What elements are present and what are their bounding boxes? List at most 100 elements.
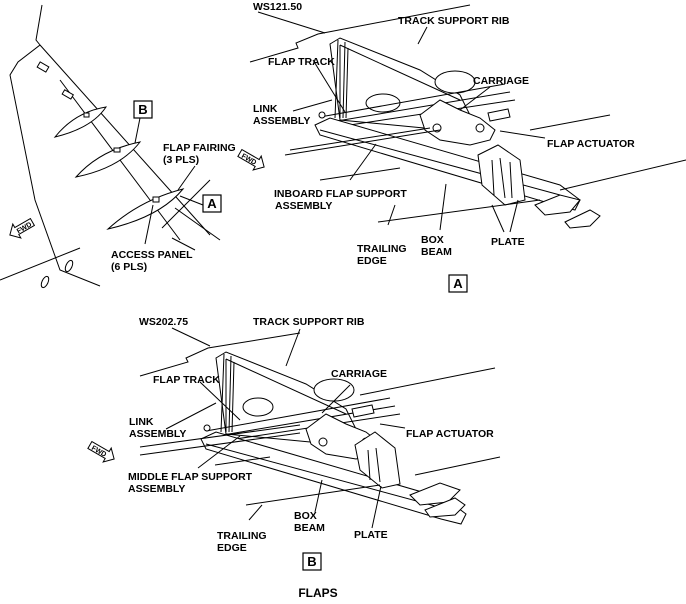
flap-actuator-label: FLAP ACTUATOR: [547, 138, 635, 150]
box-beam-label: BOX: [421, 234, 444, 246]
flap-fairing: [106, 188, 185, 230]
box-beam-label-2: BEAM: [421, 246, 452, 258]
station-label: WS121.50: [253, 1, 302, 13]
trailing-edge-line: [139, 424, 301, 448]
wing-rear-line: [359, 367, 496, 396]
trailing-edge-label-2: EDGE: [357, 255, 387, 267]
carriage-label: CARRIAGE: [331, 368, 387, 380]
callout-b-label: B: [138, 102, 147, 117]
trailing-edge-line: [414, 456, 501, 476]
detail-a: WS121.50 TRACK SUPPORT RIB FLAP TRACK CA…: [237, 1, 686, 293]
leader-line: [509, 199, 519, 233]
flap-actuator-label: FLAP ACTUATOR: [406, 428, 494, 440]
fuselage-lower: [0, 247, 81, 281]
box-beam-label: BOX: [294, 510, 317, 522]
callout-a-label: A: [207, 196, 217, 211]
figure-title: FLAPS: [298, 586, 337, 600]
access-panel-shape: [113, 147, 121, 153]
flap-fairing-label: FLAP FAIRING: [163, 142, 236, 154]
rib-detail: [225, 358, 347, 433]
flap-track-label: FLAP TRACK: [268, 56, 335, 68]
view-a-box: [448, 274, 468, 293]
plate-label: PLATE: [491, 236, 525, 248]
trailing-edge-line: [377, 199, 541, 223]
station-label: WS202.75: [139, 316, 188, 328]
wing-edge-line: [39, 44, 211, 236]
fwd-arrow-icon: FWD: [87, 440, 115, 463]
callout-b-box: [133, 100, 153, 119]
lightening-hole: [242, 397, 274, 417]
aft-fitting: [534, 194, 581, 216]
window: [64, 259, 74, 273]
leader-line: [177, 165, 196, 191]
wing-skin-line: [249, 4, 471, 63]
track-fitting: [36, 61, 50, 73]
leader-line: [417, 26, 428, 45]
leader-line: [199, 381, 241, 421]
lightening-hole: [434, 70, 476, 94]
leader-line: [371, 485, 382, 529]
fwd-arrow-icon: FWD: [9, 217, 36, 239]
carriage: [419, 99, 496, 146]
wing-edge-line: [161, 179, 211, 229]
support-assembly-label: INBOARD FLAP SUPPORT: [274, 188, 407, 200]
access-panel-qty: (6 PLS): [111, 261, 147, 273]
link-pin: [203, 424, 211, 432]
wing-edge-line: [174, 207, 221, 241]
wing-rear-line: [529, 114, 611, 131]
view-a-label: A: [453, 276, 463, 291]
access-panel-shape: [83, 112, 90, 118]
support-assembly-label: MIDDLE FLAP SUPPORT: [128, 471, 253, 483]
station-leader: [171, 327, 211, 347]
lightening-hole: [313, 378, 355, 402]
leader-line: [134, 117, 141, 144]
aft-fitting: [424, 497, 466, 518]
box-beam-label-2: BEAM: [294, 522, 325, 534]
trailing-edge-line: [284, 129, 441, 156]
leader-line: [179, 195, 204, 206]
aft-fitting: [409, 482, 461, 506]
leader-line: [314, 479, 323, 513]
trailing-edge-line: [139, 432, 301, 456]
support-assembly-label-2: ASSEMBLY: [128, 483, 185, 495]
trailing-edge-line: [289, 127, 431, 151]
trailing-edge-label: TRAILING: [217, 530, 267, 542]
access-panel-label: ACCESS PANEL: [111, 249, 193, 261]
svg-text:FWD: FWD: [16, 221, 33, 235]
leader-line: [248, 504, 263, 521]
leader-line: [292, 99, 333, 112]
leader-line: [439, 183, 447, 231]
flap-actuator-rod: [487, 108, 511, 122]
link-assembly: [334, 39, 346, 119]
flap-track-label: FLAP TRACK: [153, 374, 220, 386]
leader-line: [165, 402, 217, 430]
wing-skin-line: [139, 332, 301, 377]
view-b-box: [302, 552, 322, 571]
link-assembly-label-2: ASSEMBLY: [129, 428, 186, 440]
trailing-edge-line: [559, 159, 686, 191]
carriage-label: CARRIAGE: [473, 75, 529, 87]
link-assembly-label: LINK: [129, 416, 154, 428]
track-support-rib-label: TRACK SUPPORT RIB: [398, 15, 510, 27]
bolt: [475, 123, 485, 133]
flap-fairing: [74, 141, 142, 178]
view-b-label: B: [307, 554, 316, 569]
callout-a-box: [202, 194, 222, 213]
track-fitting: [61, 89, 75, 100]
trailing-edge-line: [245, 484, 381, 506]
wing-edge-line: [171, 237, 196, 251]
fwd-arrow-icon: FWD: [237, 148, 265, 171]
station-leader: [257, 11, 326, 34]
leader-line: [312, 59, 346, 113]
window: [40, 275, 50, 289]
svg-text:FWD: FWD: [240, 153, 257, 167]
plate-housing: [477, 144, 526, 206]
flap-fairing: [53, 106, 108, 138]
flap-actuator-rod: [351, 404, 375, 418]
link-assembly-label-2: ASSEMBLY: [253, 115, 310, 127]
leader-line: [321, 384, 351, 414]
leader-line: [379, 423, 406, 429]
track-support-rib-label: TRACK SUPPORT RIB: [253, 316, 365, 328]
